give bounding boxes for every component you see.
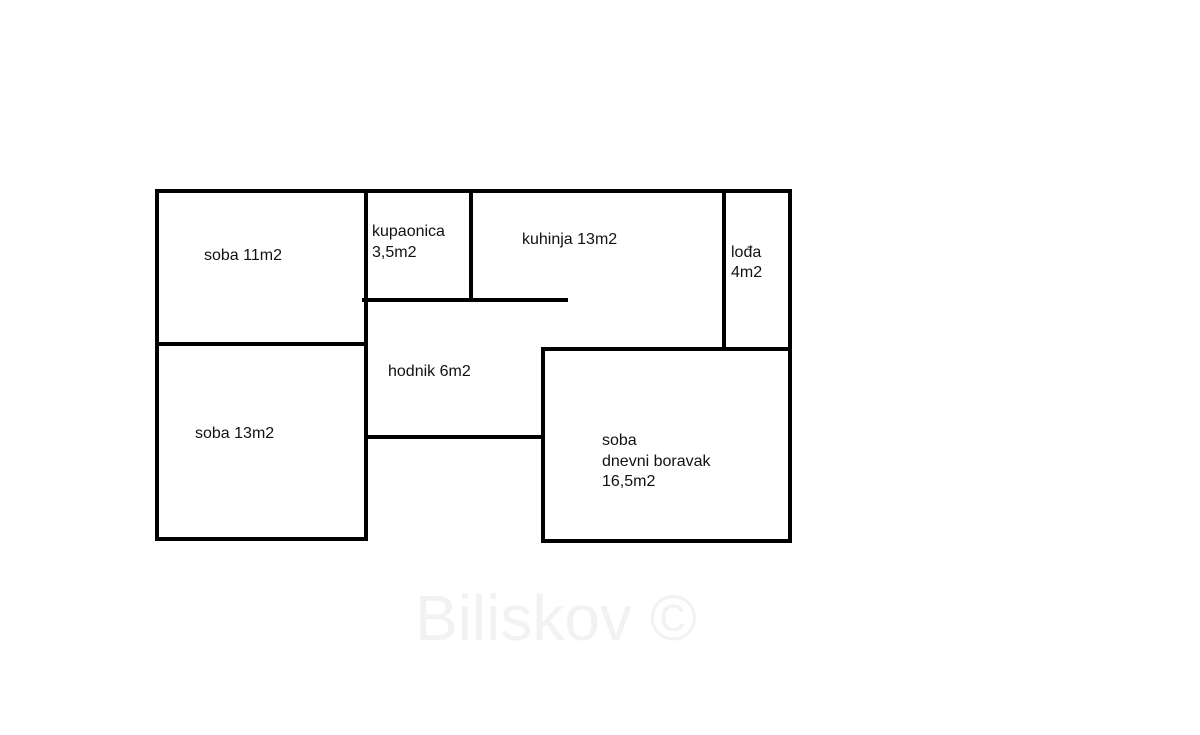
watermark: Biliskov © [415, 582, 697, 654]
room-label-soba-11: soba 11m2 [204, 247, 282, 264]
walls [155, 189, 792, 543]
room-label-kupaonica-area: 3,5m2 [372, 244, 417, 261]
room-label-loda-area: 4m2 [731, 264, 762, 281]
room-label-dnevni-1: soba [602, 432, 637, 449]
room-label-kuhinja: kuhinja 13m2 [522, 231, 617, 248]
room-label-soba-13: soba 13m2 [195, 425, 274, 442]
room-label-kupaonica: kupaonica [372, 223, 445, 240]
room-label-loda: lođa [731, 244, 761, 261]
room-label-dnevni-area: 16,5m2 [602, 473, 655, 490]
room-label-hodnik: hodnik 6m2 [388, 363, 471, 380]
room-label-dnevni-2: dnevni boravak [602, 453, 712, 470]
